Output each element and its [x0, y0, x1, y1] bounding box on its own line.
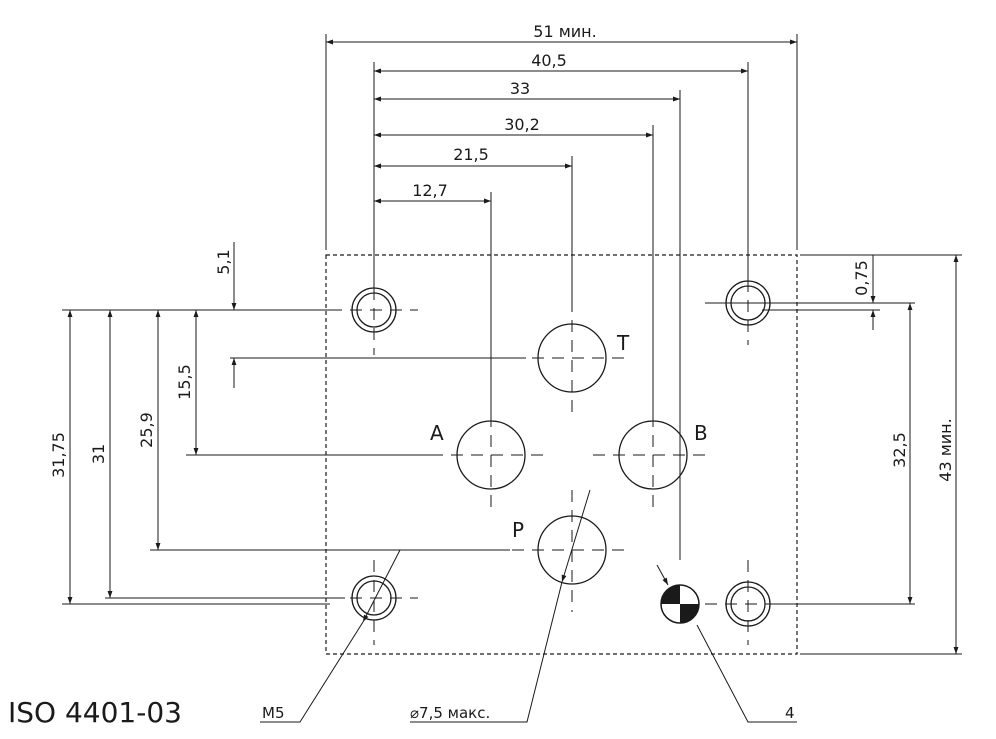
callout-diameter: ⌀7,5 макс. [410, 704, 490, 722]
callout-thread: M5 [262, 704, 285, 722]
mounting-hole-top-right [725, 280, 771, 326]
port-label-p: P [512, 518, 524, 542]
port-label-a: A [430, 421, 444, 445]
dim-15-5: 15,5 [175, 364, 194, 400]
mounting-hole-bottom-left [351, 575, 397, 621]
dim-5-1: 5,1 [214, 249, 233, 274]
top-dimensions: 51 мин. 40,5 33 30,2 21,5 12,7 [325, 22, 798, 560]
port-b [618, 420, 688, 490]
dim-33: 33 [510, 79, 530, 98]
dim-31: 31 [89, 444, 108, 464]
mounting-hole-top-left [351, 287, 397, 333]
locating-pin-symbol [660, 584, 700, 624]
dim-40-5: 40,5 [531, 51, 567, 70]
dim-21-5: 21,5 [453, 145, 489, 164]
dim-12-7: 12,7 [412, 181, 448, 200]
callout-pin: 4 [785, 704, 795, 722]
right-dimensions: 0,75 32,5 43 мин. [705, 254, 962, 655]
mounting-holes [351, 280, 771, 627]
center-lines [330, 260, 795, 645]
dim-25-9: 25,9 [137, 412, 156, 448]
dim-0-75: 0,75 [852, 260, 871, 296]
dim-width-min: 51 мин. [533, 22, 596, 41]
callouts: M5 ⌀7,5 макс. 4 [260, 489, 797, 723]
dim-30-2: 30,2 [504, 115, 540, 134]
port-label-t: T [616, 331, 630, 355]
dim-32-5: 32,5 [890, 432, 909, 468]
port-label-b: B [694, 421, 708, 445]
port-a [456, 420, 526, 490]
dim-height-min: 43 мин. [936, 418, 955, 481]
mounting-hole-bottom-right [725, 581, 771, 627]
left-dimensions: 5,1 15,5 25,9 31 31,75 [49, 242, 526, 605]
port-p [537, 515, 607, 585]
port-t [537, 323, 607, 393]
standard-label: ISO 4401-03 [8, 696, 182, 729]
ports: T A B P [430, 323, 708, 585]
dim-31-75: 31,75 [49, 432, 68, 478]
